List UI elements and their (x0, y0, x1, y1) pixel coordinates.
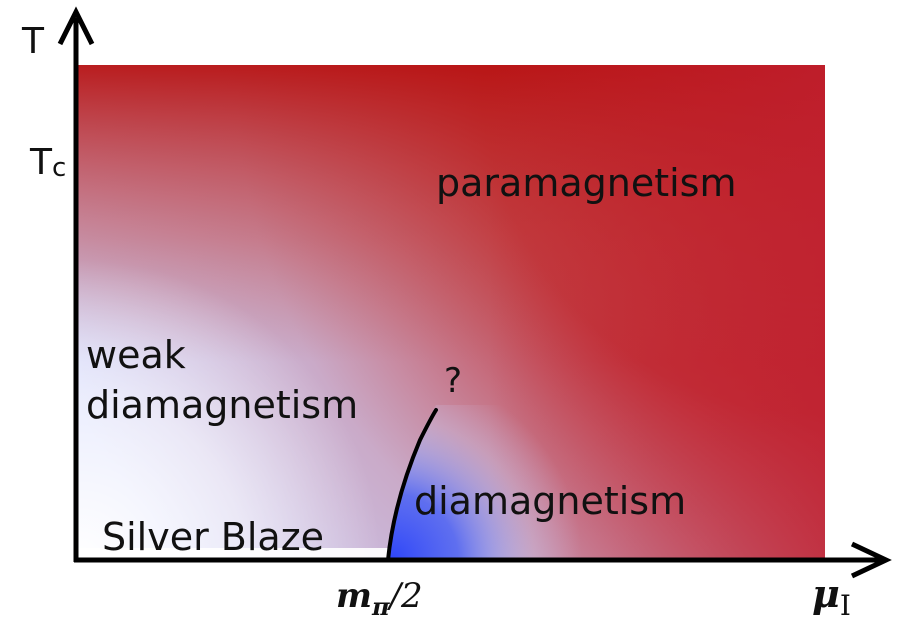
m-pi-tail: /2 (387, 576, 423, 616)
x-axis-arrowhead (850, 541, 892, 579)
question-mark-label: ? (444, 361, 462, 401)
phase-region (77, 65, 825, 560)
silver-blaze-label: Silver Blaze (102, 515, 324, 559)
m-pi-half-tick-label: mπ/2 (336, 576, 423, 621)
mu-sub: I (840, 589, 851, 622)
mu-main: μ (812, 571, 840, 616)
phase-boundary-line (386, 408, 438, 562)
tc-tick-main: T (29, 142, 53, 183)
m-pi-main: m (336, 576, 372, 616)
paramagnetism-label: paramagnetism (436, 161, 736, 205)
y-axis-label: T (21, 21, 45, 62)
y-axis-arrowhead (57, 6, 95, 46)
tc-tick-label: Tc (29, 142, 66, 183)
silver-blaze-strip (77, 548, 388, 560)
weak-diamagnetism-label: diamagnetism (86, 383, 358, 427)
diamagnetism-label: diamagnetism (414, 479, 686, 523)
mu-i-axis-label: μI (812, 571, 851, 622)
diamagnetic-blue-region (388, 405, 620, 560)
weak-label: weak (86, 333, 186, 377)
tc-tick-sub: c (52, 153, 66, 183)
m-pi-sub: π (371, 592, 390, 621)
